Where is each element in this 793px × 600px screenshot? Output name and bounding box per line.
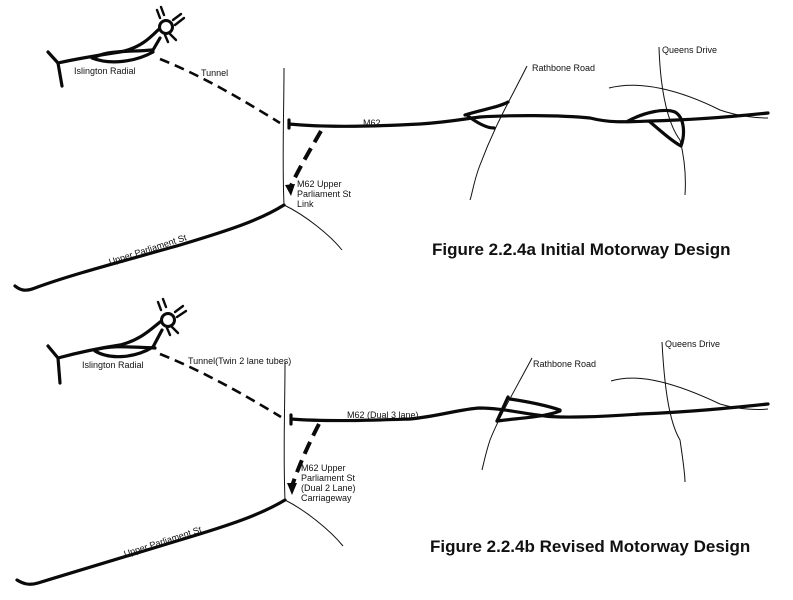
label-link-a-3: Link — [297, 199, 314, 209]
rathbone-road-a — [469, 65, 528, 201]
label-link-a-2: Parliament St — [297, 189, 352, 199]
label-link-a-1: M62 Upper — [297, 179, 342, 189]
caption-title-b: Revised Motorway Design — [539, 537, 751, 556]
queens-drive-a — [658, 46, 686, 196]
label-link-b-1: M62 Upper — [301, 463, 346, 473]
rathbone-slip-b1 — [508, 397, 562, 412]
label-rathbone-a: Rathbone Road — [532, 63, 595, 73]
m62-line-b — [289, 402, 770, 426]
islington-interchange-b — [46, 297, 188, 385]
label-islington-b: Islington Radial — [82, 360, 144, 370]
label-upper-parliament-b: Upper Parliament St — [123, 524, 204, 559]
caption-number-a: Figure 2.2.4a — [432, 240, 536, 259]
rathbone-slip-b2 — [495, 409, 562, 423]
rathbone-slip-a2 — [466, 114, 496, 130]
label-rathbone-b: Rathbone Road — [533, 359, 596, 369]
label-islington-a: Islington Radial — [74, 66, 136, 76]
tunnel-line-b — [159, 352, 282, 419]
label-tunnel-b: Tunnel(Twin 2 lane tubes) — [188, 356, 291, 366]
link-arrowhead-b — [287, 483, 297, 495]
m62-link-a — [288, 129, 323, 189]
label-link-b-4: Carriageway — [301, 493, 352, 503]
m62-link-b — [290, 423, 321, 487]
islington-interchange-a — [46, 5, 186, 88]
label-m62-b: M62 (Dual 3 lane) — [347, 410, 419, 420]
queens-drive-b — [661, 341, 686, 483]
label-link-b-3: (Dual 2 Lane) — [301, 483, 356, 493]
side-road-branch-a — [283, 204, 343, 251]
queens-side-road-b — [610, 377, 769, 410]
label-link-b-2: Parliament St — [301, 473, 356, 483]
caption-figure-a: Figure 2.2.4a Initial Motorway Design — [432, 240, 731, 260]
upper-parliament-st-b — [15, 498, 287, 586]
label-queens-a: Queens Drive — [662, 45, 717, 55]
side-road-b — [283, 361, 286, 501]
link-arrowhead-a — [285, 184, 295, 196]
caption-title-a: Initial Motorway Design — [540, 240, 731, 259]
label-queens-b: Queens Drive — [665, 339, 720, 349]
m62-line-a — [287, 111, 770, 130]
upper-parliament-st-a — [13, 203, 286, 292]
rathbone-bridge-b — [495, 395, 510, 423]
label-tunnel-a: Tunnel — [201, 68, 228, 78]
side-road-branch-b — [284, 499, 344, 547]
rathbone-slip-a1 — [463, 100, 510, 117]
queens-loop-a — [626, 108, 686, 148]
tunnel-line-a — [159, 57, 281, 125]
side-road-a — [282, 67, 285, 206]
rathbone-road-b — [481, 357, 533, 471]
label-upper-parliament-a: Upper Parliament St — [108, 232, 189, 267]
caption-figure-b: Figure 2.2.4b Revised Motorway Design — [430, 537, 750, 557]
label-m62-a: M62 — [363, 118, 381, 128]
caption-number-b: Figure 2.2.4b — [430, 537, 535, 556]
queens-side-road-a — [608, 84, 769, 119]
